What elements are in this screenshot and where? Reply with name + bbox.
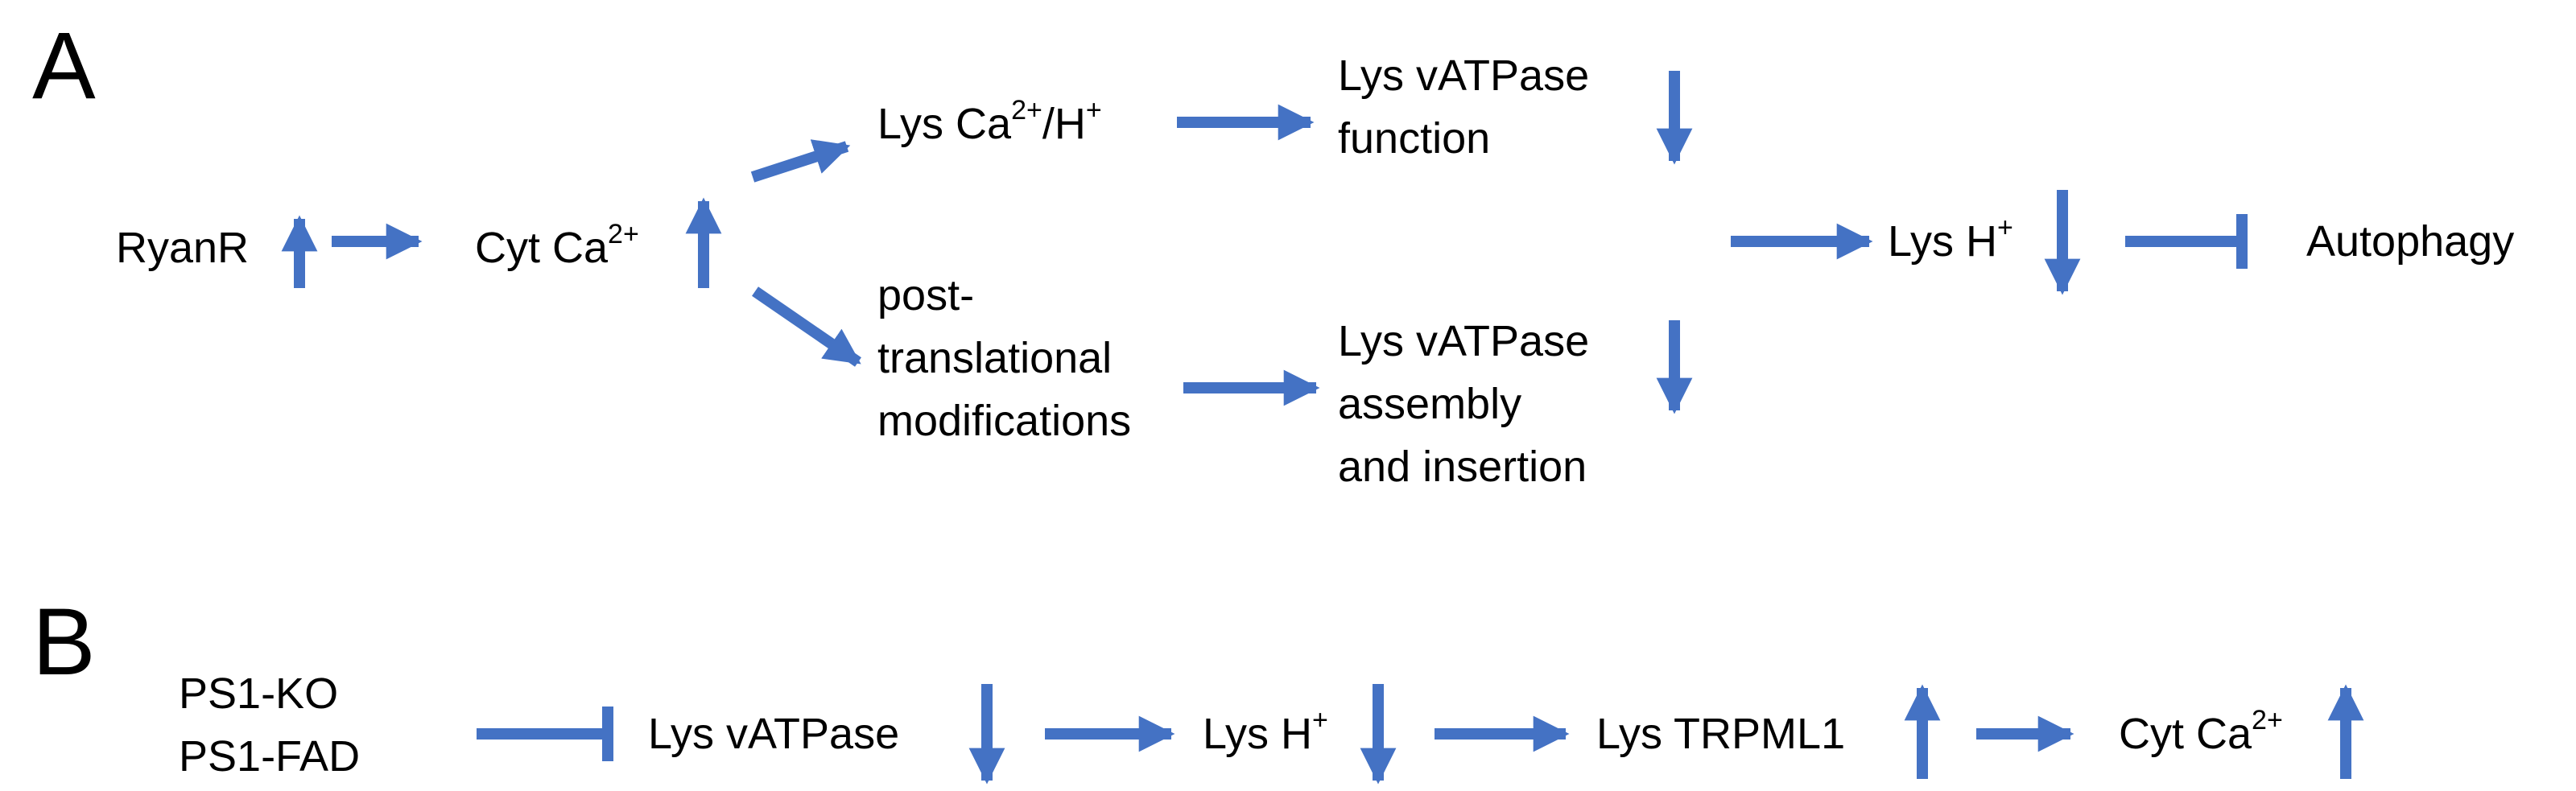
panel-a-label: A xyxy=(32,13,96,119)
vatpase-function-line1: Lys vATPase xyxy=(1338,51,1589,100)
panel-b-label: B xyxy=(32,589,96,695)
lys-ca-h-label: Lys Ca2+/H+ xyxy=(877,95,1102,148)
ptm-line2: translational xyxy=(877,334,1112,382)
arrow-cytca-to-ptm xyxy=(752,286,861,367)
ptm-line3: modifications xyxy=(877,397,1131,445)
vatpase-assembly-line3: and insertion xyxy=(1338,443,1587,491)
ptm-line1: post- xyxy=(877,271,974,319)
cytca-b-label: Cyt Ca2+ xyxy=(2119,705,2283,758)
cytca-label: Cyt Ca2+ xyxy=(475,219,639,272)
vatpase-b-label: Lys vATPase xyxy=(648,710,899,758)
vatpase-assembly-line1: Lys vATPase xyxy=(1338,317,1589,365)
autophagy-label: Autophagy xyxy=(2306,217,2514,266)
arrow-cytca-to-lysca xyxy=(750,139,851,183)
vatpase-function-line2: function xyxy=(1338,114,1490,163)
lysh-b-label: Lys H+ xyxy=(1203,705,1328,758)
ps1-fad-label: PS1-FAD xyxy=(179,732,360,781)
trpml1-label: Lys TRPML1 xyxy=(1596,710,1845,758)
lysh-label: Lys H+ xyxy=(1888,212,2013,266)
ps1-ko-label: PS1-KO xyxy=(179,669,338,718)
vatpase-assembly-line2: assembly xyxy=(1338,380,1521,428)
ryanr-label: RyanR xyxy=(116,224,249,272)
